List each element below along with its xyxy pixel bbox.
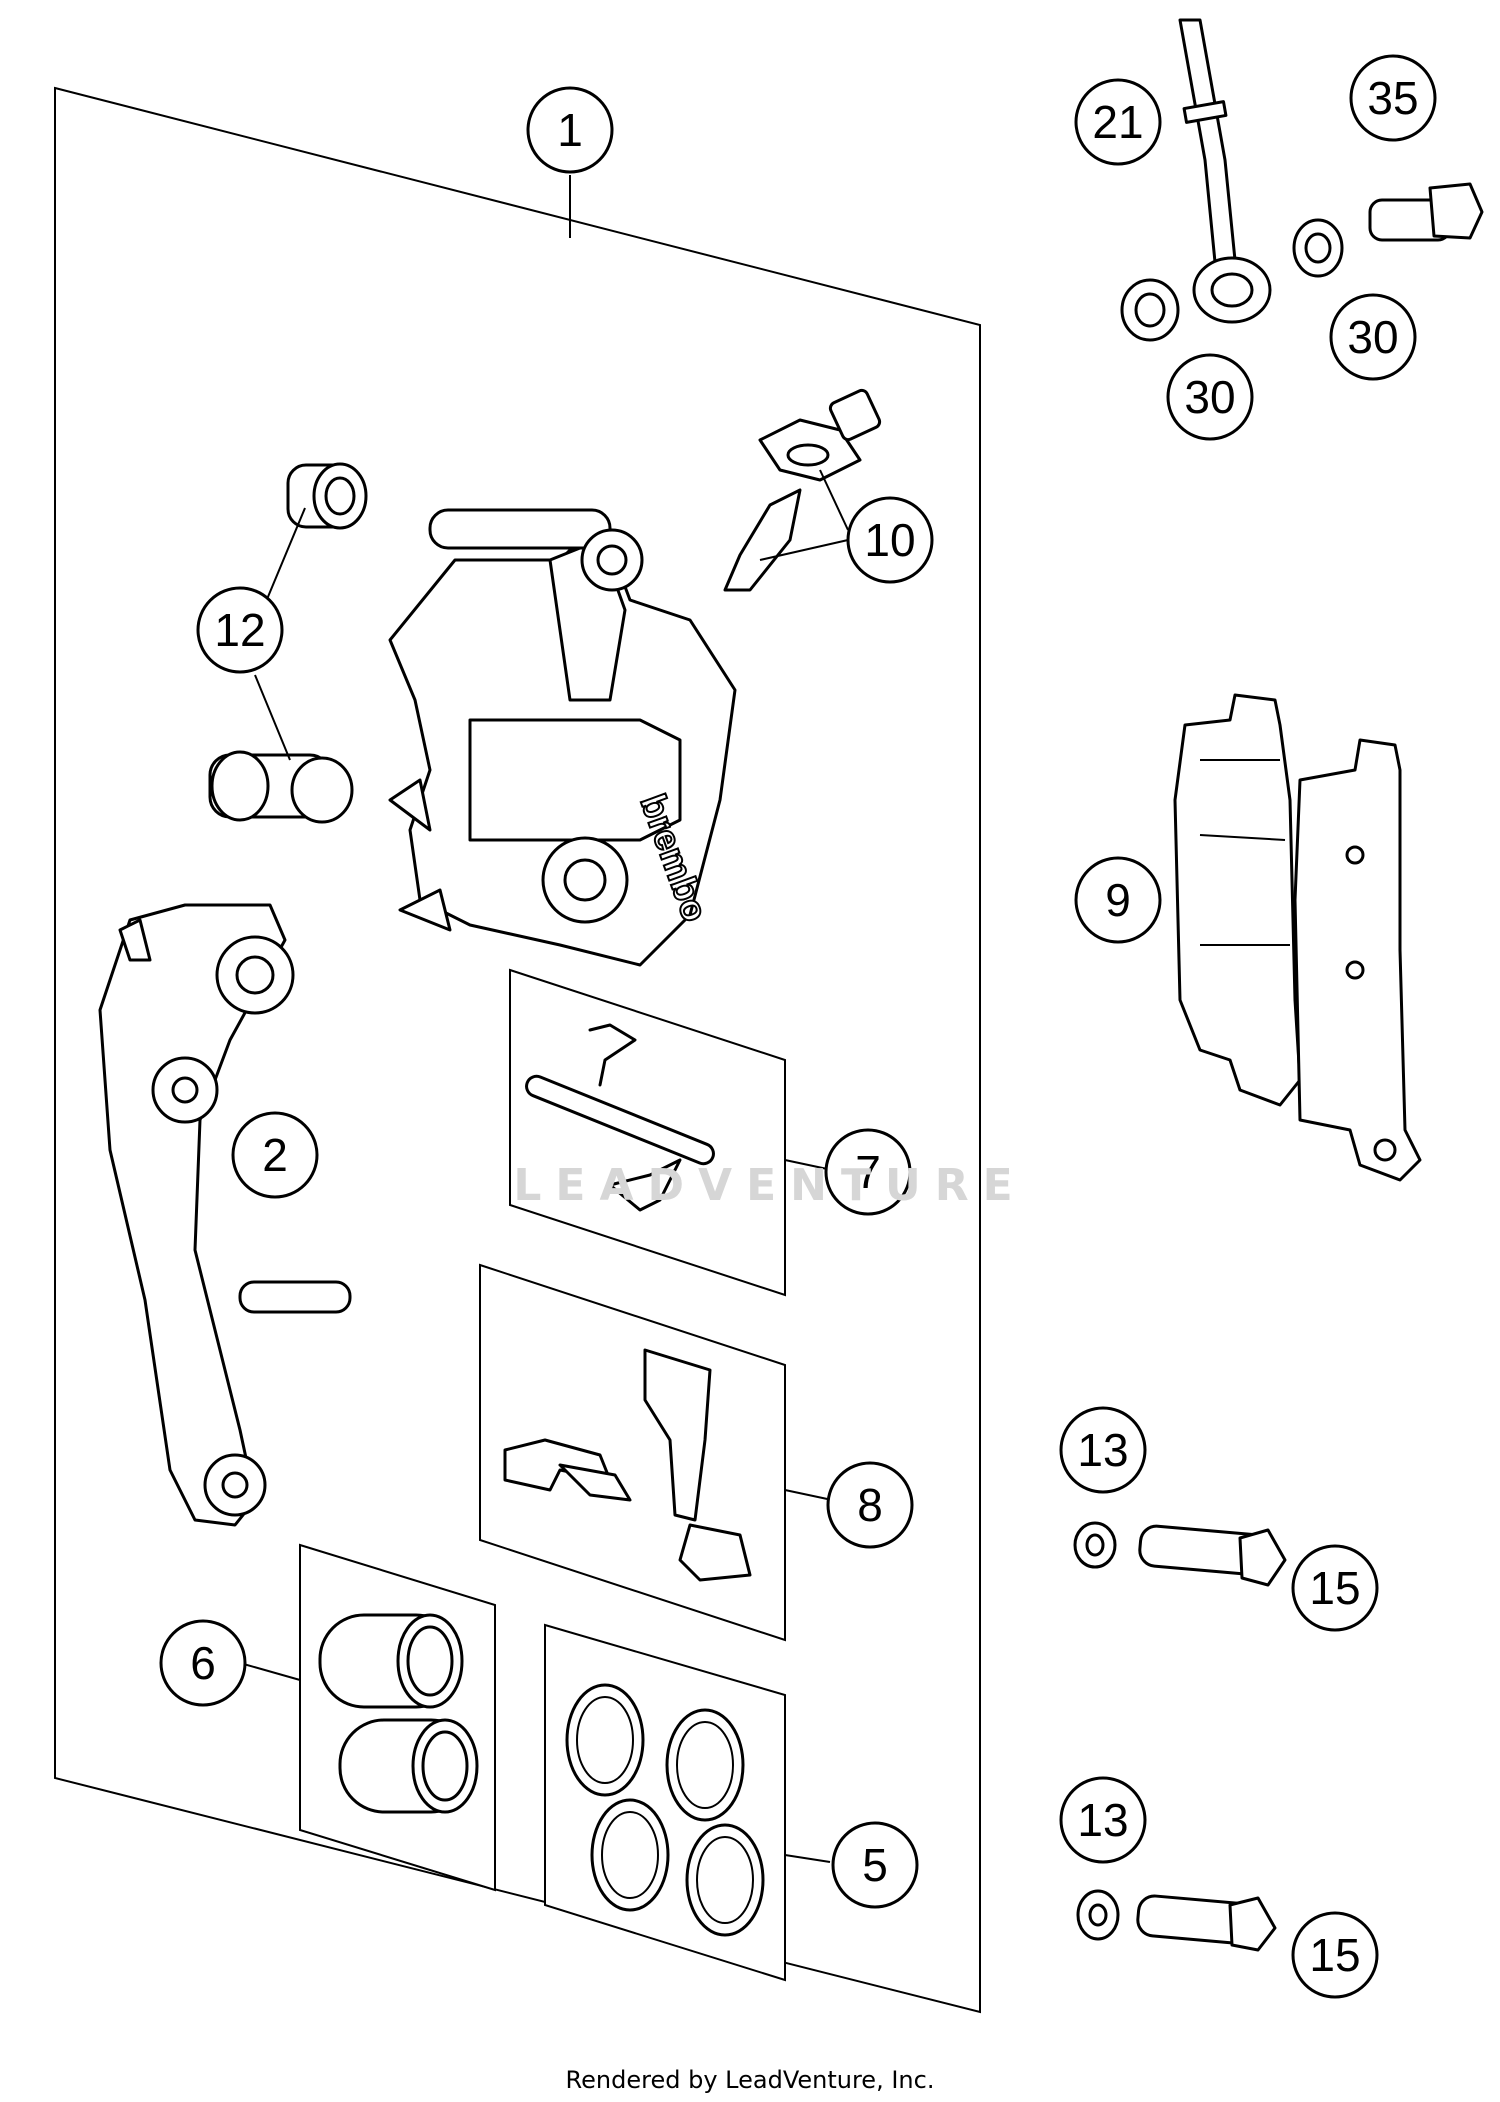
banjo-washers: [1120, 218, 1344, 342]
svg-text:13: 13: [1077, 1794, 1128, 1846]
callout-15-upper: 15: [1291, 1544, 1379, 1632]
callout-15-lower: 15: [1291, 1911, 1379, 1999]
callout-13-upper: 13: [1059, 1406, 1147, 1494]
svg-text:1: 1: [557, 104, 583, 156]
svg-text:8: 8: [857, 1479, 883, 1531]
brake-line: [1178, 18, 1272, 324]
leader-lines: [759, 469, 849, 561]
banjo-bolt: [1368, 182, 1484, 242]
callout-12: 12: [196, 586, 284, 674]
callout-10: 10: [846, 496, 934, 584]
svg-text:5: 5: [862, 1839, 888, 1891]
svg-text:2: 2: [262, 1129, 288, 1181]
svg-text:9: 9: [1105, 874, 1131, 926]
callout-6: 6: [159, 1619, 247, 1707]
svg-text:15: 15: [1309, 1562, 1360, 1614]
callout-1: 1: [526, 86, 614, 174]
svg-text:21: 21: [1092, 96, 1143, 148]
callout-35: 35: [1349, 54, 1437, 142]
bushing-parts: [208, 462, 368, 824]
pad-spring-kit: [503, 1348, 752, 1582]
pistons: [318, 1613, 479, 1814]
piston-kit-frame: [299, 1543, 496, 1892]
brake-pads: [1173, 693, 1422, 1182]
svg-text:6: 6: [190, 1637, 216, 1689]
seal-rings: [565, 1683, 765, 1937]
bleeder-screw: [723, 388, 882, 592]
callout-30-left: 30: [1166, 353, 1254, 441]
svg-text:13: 13: [1077, 1424, 1128, 1476]
svg-text:12: 12: [214, 604, 265, 656]
svg-text:30: 30: [1184, 371, 1235, 423]
svg-text:30: 30: [1347, 311, 1398, 363]
callout-8: 8: [826, 1461, 914, 1549]
callout-7: 7: [824, 1128, 912, 1216]
brake-caliper: brembo: [388, 508, 737, 967]
svg-text:35: 35: [1367, 72, 1418, 124]
caliper-bracket: [98, 903, 352, 1527]
upper-bolt-set: [1073, 1521, 1287, 1587]
callout-13-lower: 13: [1059, 1776, 1147, 1864]
svg-text:7: 7: [855, 1146, 881, 1198]
callout-2: 2: [231, 1111, 319, 1199]
callout-5: 5: [831, 1821, 919, 1909]
lower-bolt-set: [1076, 1889, 1277, 1952]
callout-30-right: 30: [1329, 293, 1417, 381]
svg-text:10: 10: [864, 514, 915, 566]
callout-21: 21: [1074, 78, 1162, 166]
watermark: LEADVENTURE: [513, 1160, 1027, 1211]
callout-9: 9: [1074, 856, 1162, 944]
pin-kit: [525, 1023, 715, 1212]
svg-text:15: 15: [1309, 1929, 1360, 1981]
footer-credit: Rendered by LeadVenture, Inc.: [565, 2066, 935, 2094]
